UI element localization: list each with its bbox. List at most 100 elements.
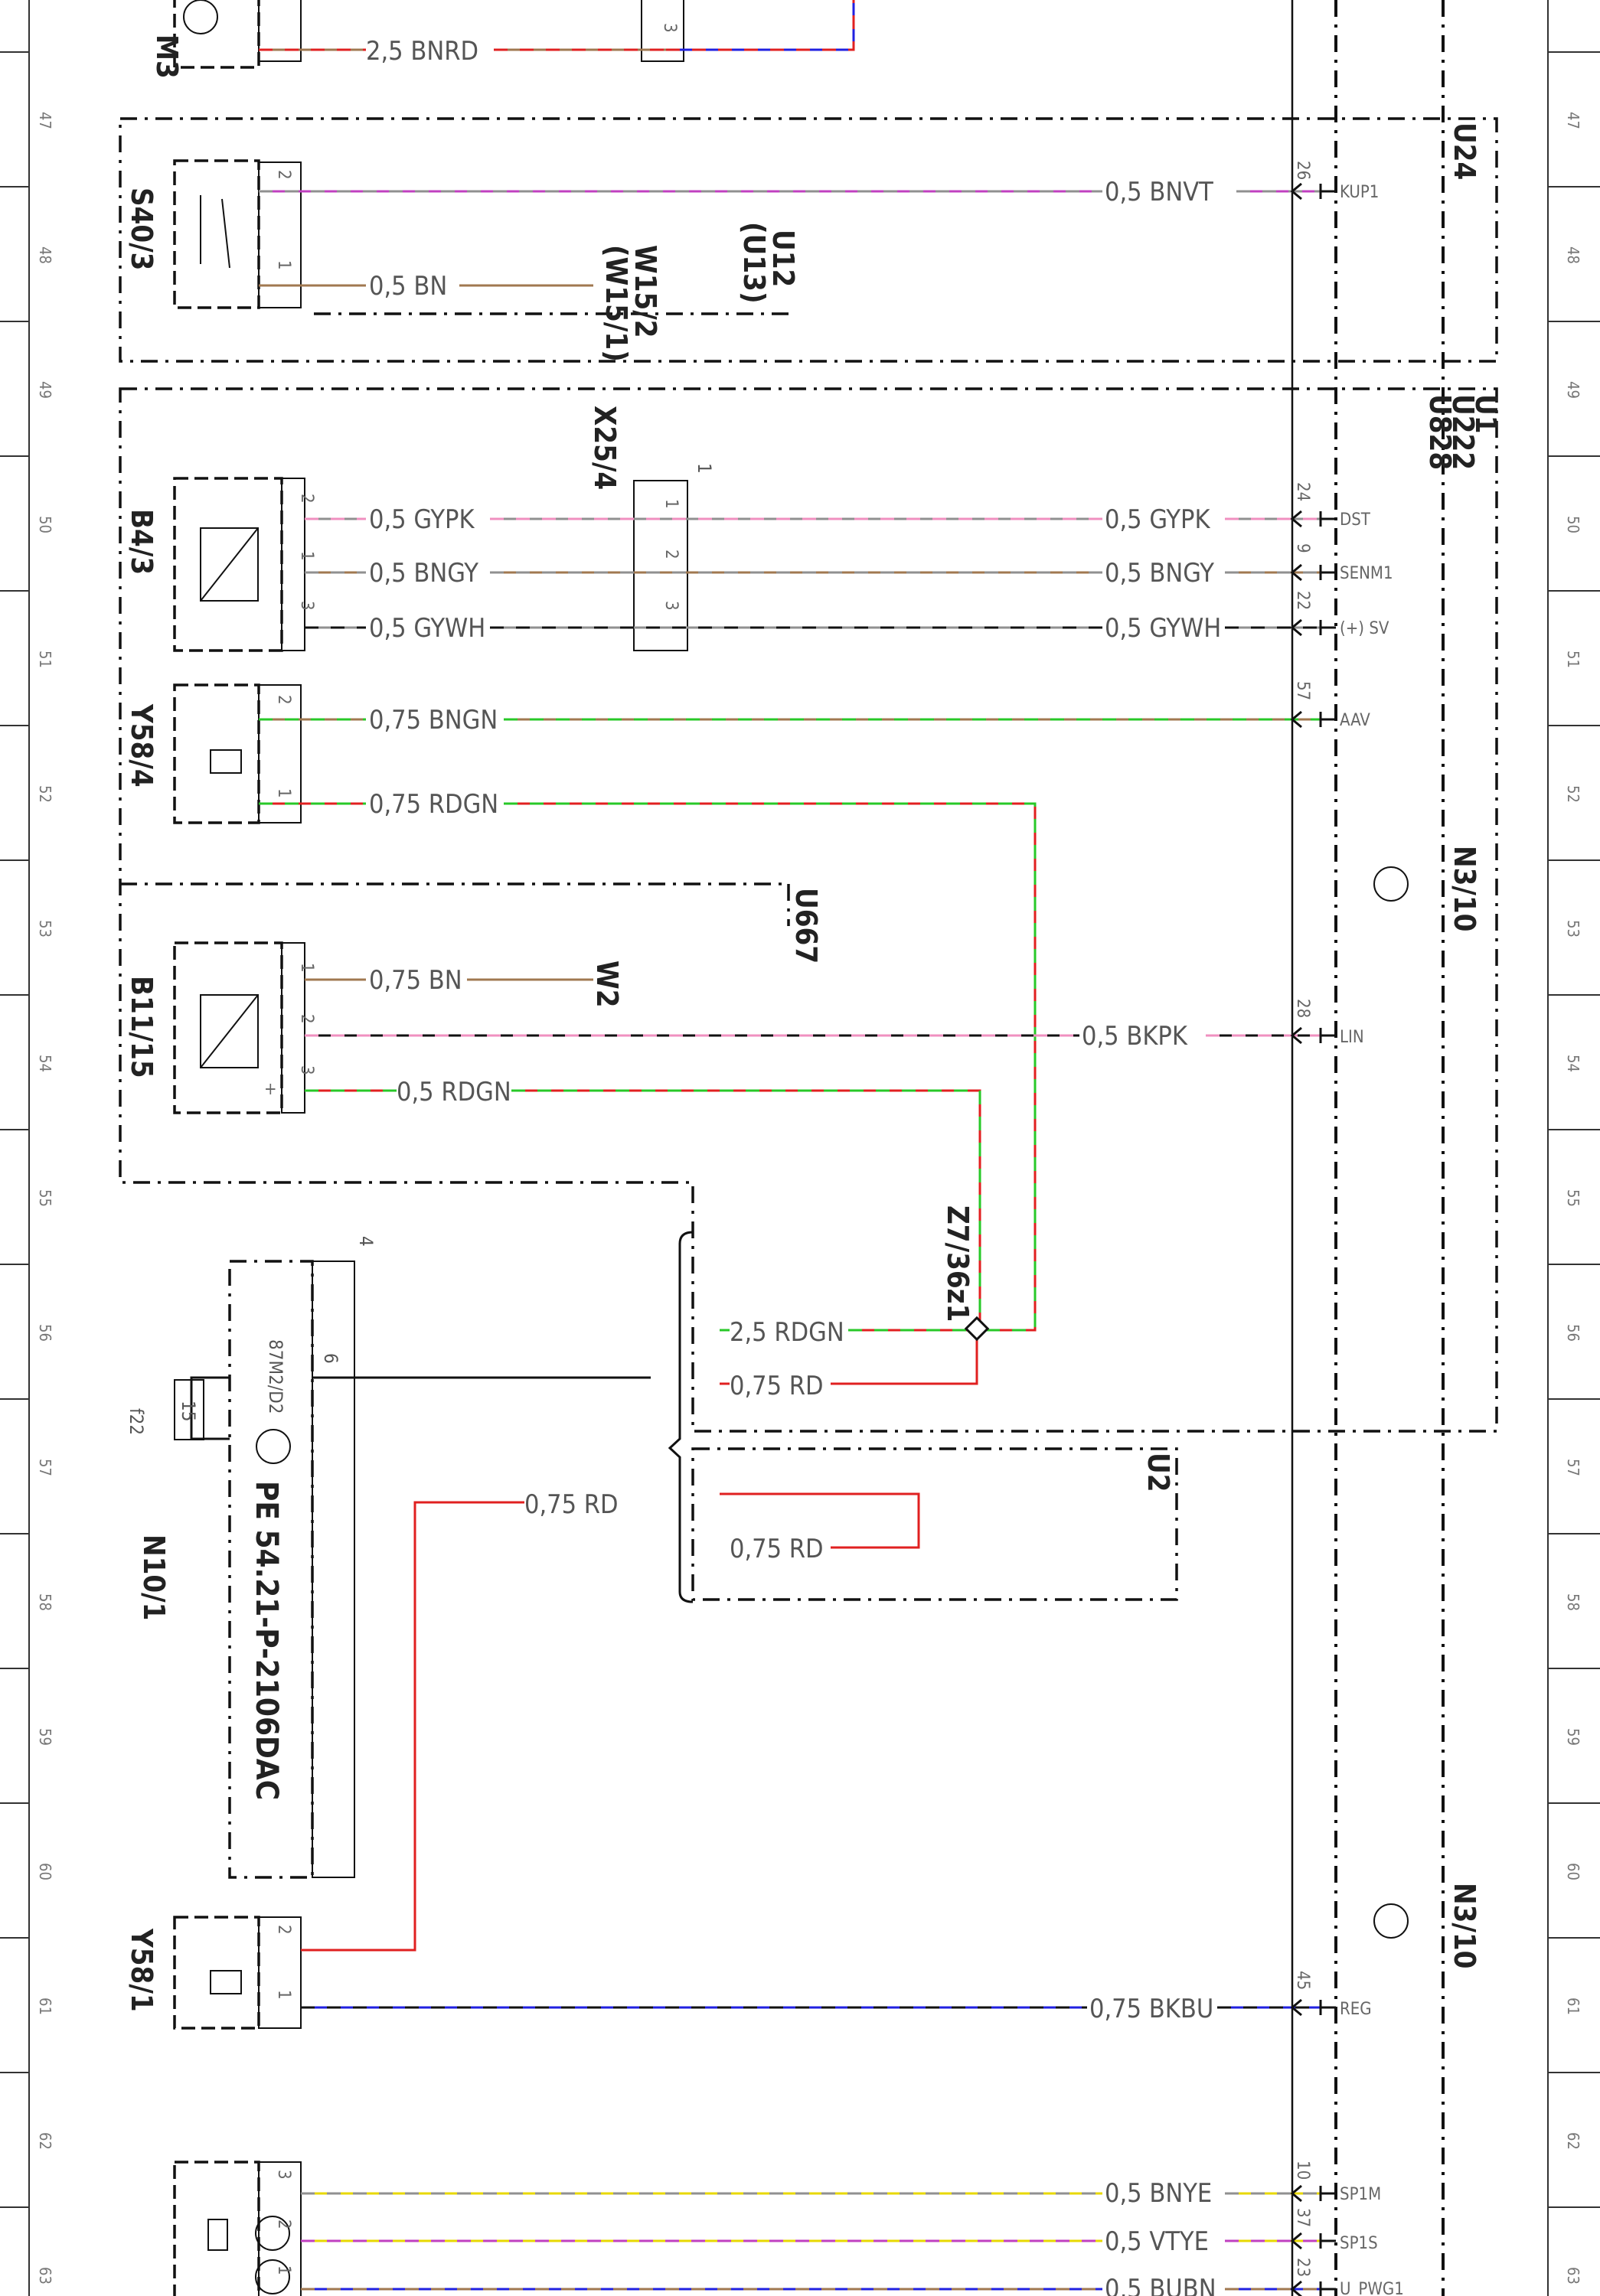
wire-rdgn-y584	[259, 802, 1037, 1332]
pin-b1115-3: 3	[297, 1065, 316, 1075]
label-n10-1: N10/1	[137, 1534, 171, 1620]
grid-row-number-right: 56	[1564, 1324, 1582, 1342]
pin-x25-3: 3	[661, 601, 681, 611]
label-w2: W2	[590, 960, 624, 1008]
pin-b43-3: 3	[297, 601, 316, 611]
n3-pin-arrow	[1290, 618, 1302, 637]
grid-row-number-right: 52	[1564, 785, 1582, 803]
n3-pin-arrow	[1290, 2184, 1302, 2203]
grid-row-number-left: 48	[36, 246, 54, 264]
pin-y581-2: 2	[274, 1925, 293, 1935]
wire-b1115-p1: 0,75 BN	[369, 965, 462, 996]
n3-pin-stub	[1319, 620, 1336, 635]
grid-row-number-left: 49	[36, 381, 54, 399]
label-x25-4: X25/4	[588, 406, 622, 490]
label-u828: U828	[1423, 394, 1457, 470]
grid-row-number-right: 63	[1564, 2267, 1582, 2285]
grid-row-number-left: 57	[36, 1459, 54, 1476]
n3-pin-arrow	[1290, 1998, 1302, 2017]
box-s40-3	[173, 159, 260, 309]
pin-b1115-2: 2	[297, 1014, 316, 1024]
grid-row-number-left: 62	[36, 2132, 54, 2150]
n3-pin-dst-name: DST	[1340, 510, 1371, 530]
pin-b43-2: 2	[297, 494, 316, 504]
wire-splice-rdgn: 2,5 RDGN	[730, 1317, 844, 1348]
box-y58-4	[173, 683, 260, 824]
grid-row-number-right: 53	[1564, 920, 1582, 938]
n3-pin-pwg1-name: U_PWG1	[1340, 2280, 1404, 2296]
label-y58-1: Y58/1	[125, 1928, 158, 2012]
label-s40-3: S40/3	[125, 188, 158, 270]
wire-s40-w15: 0,5 BN	[369, 271, 447, 302]
wire-b43-p1-left: 0,5 BNGY	[369, 558, 478, 589]
frame-u24	[119, 117, 1498, 363]
n3-pin-kup1-name: KUP1	[1340, 183, 1379, 202]
pin-m3-3: 3	[660, 23, 679, 33]
label-87m2: 87M2/D2	[265, 1339, 286, 1414]
wire-b43-p2-left: 0,5 GYPK	[369, 504, 475, 535]
wire-b43-p3-left: 0,5 GYWH	[369, 613, 485, 644]
n3-pin-reg-num: 45	[1293, 1971, 1312, 1990]
n3-pin-aav-name: AAV	[1340, 711, 1370, 730]
wire-m3-right	[666, 0, 855, 51]
box-bottom-sensor	[173, 2161, 260, 2296]
grid-row-number-left: 55	[36, 1189, 54, 1207]
n3-pin-lin-name: LIN	[1340, 1028, 1364, 1047]
n3-pin-arrow	[1290, 2232, 1302, 2250]
pin-b1115-1: 1	[297, 963, 316, 973]
n3-pin-stub	[1319, 2186, 1336, 2201]
n3-pin-arrow	[1290, 710, 1302, 729]
label-b4-3: B4/3	[125, 509, 158, 575]
label-x25-pin1-top: 1	[694, 463, 715, 474]
label-u2: U2	[1141, 1453, 1175, 1492]
box-y58-1	[173, 1916, 260, 2030]
grid-row-number-right: 60	[1564, 1863, 1582, 1880]
grid-row-number-right: 50	[1564, 516, 1582, 533]
wire-bot-p2: 0,5 VTYE	[1105, 2226, 1209, 2257]
pin-bot-1: 1	[274, 2265, 293, 2275]
label-n3-10-a: N3/10	[1448, 846, 1481, 931]
n3-pin-stub	[1319, 1028, 1336, 1043]
wire-splice-rd	[720, 1336, 978, 1385]
frame-u1	[119, 387, 1498, 1433]
n10-1-strip	[312, 1261, 355, 1878]
label-u222: U222	[1446, 394, 1480, 470]
n3-pin-arrow	[1290, 182, 1302, 201]
label-n10-pin4: 4	[355, 1236, 377, 1247]
label-fuse-15: 15	[178, 1401, 199, 1421]
label-y58-4: Y58/4	[125, 703, 158, 788]
n3-pin-sp1s-name: SP1S	[1340, 2234, 1378, 2253]
n3-pin-arrow	[1290, 563, 1302, 582]
pin-bot-3: 3	[274, 2170, 293, 2180]
grid-row-number-left: 56	[36, 1324, 54, 1342]
n3-pin-pwg1-num: 23	[1293, 2258, 1312, 2277]
label-n10-pin6: 6	[320, 1353, 341, 1364]
label-m3: M3	[150, 34, 184, 79]
grid-row-number-left: 54	[36, 1055, 54, 1072]
label-u12: U12	[766, 230, 800, 287]
grid-row-number-left: 60	[36, 1863, 54, 1880]
wire-u2-rd: 0,75 RD	[730, 1534, 824, 1564]
wire-b43-p1-right: 0,5 BNGY	[1105, 558, 1214, 589]
n3-pin-kup1-num: 26	[1293, 161, 1312, 180]
n3-pin-stub	[1319, 2233, 1336, 2249]
label-w15-1: (W15/1)	[599, 245, 633, 362]
n3-pin-stub	[1319, 184, 1336, 199]
pin-s40-1: 1	[274, 260, 293, 270]
grid-row-number-right: 61	[1564, 1998, 1582, 2015]
label-b11-15: B11/15	[125, 976, 158, 1078]
wire-n10-rd: 0,75 RD	[524, 1489, 619, 1520]
label-u1: U1	[1469, 394, 1503, 434]
grid-row-number-left: 61	[36, 1998, 54, 2015]
harness-bracket	[668, 1231, 694, 1603]
wire-y581-p1: 0,75 BKBU	[1089, 1994, 1213, 2024]
splice-z7-36z1	[964, 1316, 990, 1342]
grid-row-number-left: 47	[36, 112, 54, 129]
pin-b43-1: 1	[297, 551, 316, 561]
wire-bot-p1: 0,5 BUBN	[1105, 2274, 1216, 2296]
grid-row-number-right: 51	[1564, 651, 1582, 668]
pin-x25-1: 1	[661, 499, 681, 509]
n3-pin-dst-num: 24	[1293, 482, 1312, 501]
grid-row-number-right: 55	[1564, 1189, 1582, 1207]
